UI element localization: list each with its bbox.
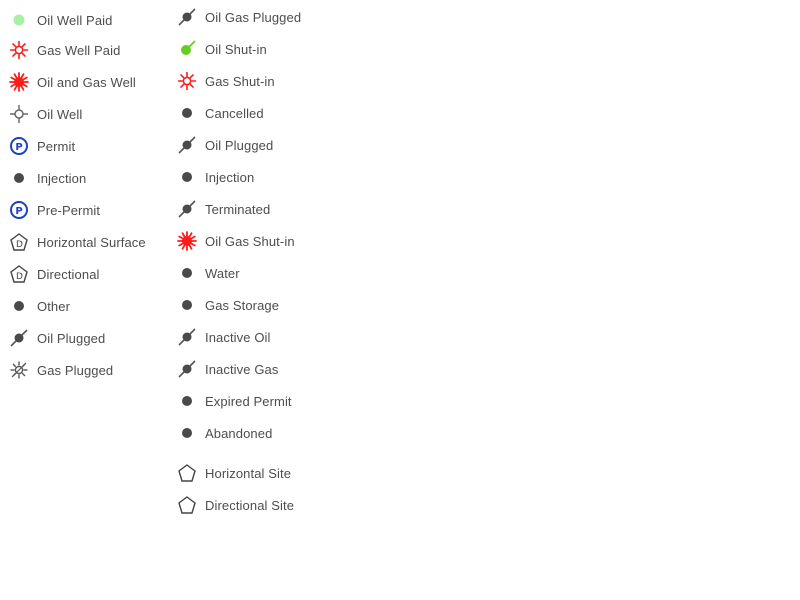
dot-icon bbox=[176, 102, 198, 124]
oil-well-paid-icon bbox=[8, 9, 30, 31]
legend-label: Oil Plugged bbox=[205, 137, 274, 153]
plugged-icon bbox=[176, 134, 198, 156]
legend-label: Oil Well Paid bbox=[37, 12, 113, 28]
pentagon-outline-icon bbox=[176, 462, 198, 484]
svg-text:P: P bbox=[15, 142, 22, 153]
plugged-icon bbox=[176, 358, 198, 380]
oil-and-gas-well-icon bbox=[8, 71, 30, 93]
legend-item: Oil Plugged bbox=[8, 327, 105, 349]
legend-label: Oil and Gas Well bbox=[37, 74, 136, 90]
oil-gas-shut-in-icon bbox=[176, 230, 198, 252]
legend-label: Injection bbox=[205, 169, 255, 185]
dot-icon bbox=[176, 166, 198, 188]
legend-label: Gas Plugged bbox=[37, 362, 114, 378]
svg-text:D: D bbox=[16, 272, 23, 282]
legend-label: Oil Well bbox=[37, 106, 83, 122]
plugged-icon bbox=[176, 198, 198, 220]
legend-item: Expired Permit bbox=[176, 390, 292, 412]
legend-item: Oil Well bbox=[8, 103, 82, 125]
horizontal-surface-icon: D bbox=[8, 231, 30, 253]
legend-item: Oil Well Paid bbox=[8, 9, 112, 31]
oil-well-icon bbox=[8, 103, 30, 125]
legend-item: Directional Site bbox=[176, 494, 294, 516]
legend-item: Injection bbox=[8, 167, 86, 189]
legend-item: Abandoned bbox=[176, 422, 272, 444]
dot-icon bbox=[176, 390, 198, 412]
pre-permit-icon: P bbox=[8, 199, 30, 221]
legend-item: Terminated bbox=[176, 198, 270, 220]
legend-item: Gas Storage bbox=[176, 294, 279, 316]
dot-icon bbox=[8, 167, 30, 189]
legend-item: D Directional bbox=[8, 263, 100, 285]
svg-text:P: P bbox=[15, 206, 22, 217]
legend-label: Gas Well Paid bbox=[37, 42, 121, 58]
legend-item: Oil and Gas Well bbox=[8, 71, 136, 93]
legend-item: Oil Plugged bbox=[176, 134, 273, 156]
legend-label: Horizontal Site bbox=[205, 465, 292, 481]
gas-shut-in-icon bbox=[176, 70, 198, 92]
legend-item: Water bbox=[176, 262, 240, 284]
legend-item: Gas Well Paid bbox=[8, 39, 120, 61]
legend-label: Cancelled bbox=[205, 105, 264, 121]
directional-icon: D bbox=[8, 263, 30, 285]
legend-item: Oil Shut-in bbox=[176, 38, 267, 60]
plugged-icon bbox=[176, 6, 198, 28]
legend-label: Oil Shut-in bbox=[205, 41, 267, 57]
gas-plugged-icon bbox=[8, 359, 30, 381]
legend-label: Gas Shut-in bbox=[205, 73, 275, 89]
legend-item: Other bbox=[8, 295, 70, 317]
legend-label: Inactive Gas bbox=[205, 361, 279, 377]
legend-item: Injection bbox=[176, 166, 254, 188]
dot-icon bbox=[8, 295, 30, 317]
legend-item: Oil Gas Shut-in bbox=[176, 230, 295, 252]
dot-icon bbox=[176, 294, 198, 316]
oil-shut-in-icon bbox=[176, 38, 198, 60]
legend-label: Water bbox=[205, 265, 240, 281]
legend-item: P Pre-Permit bbox=[8, 199, 100, 221]
legend-item: P Permit bbox=[8, 135, 75, 157]
legend-label: Oil Plugged bbox=[37, 330, 106, 346]
legend-label: Terminated bbox=[205, 201, 271, 217]
legend-item: Gas Shut-in bbox=[176, 70, 275, 92]
dot-icon bbox=[176, 262, 198, 284]
legend-label: Directional Site bbox=[205, 497, 295, 513]
svg-text:D: D bbox=[16, 240, 23, 250]
gas-well-paid-icon bbox=[8, 39, 30, 61]
legend-item: Horizontal Site bbox=[176, 462, 291, 484]
legend-label: Pre-Permit bbox=[37, 202, 101, 218]
legend-label: Other bbox=[37, 298, 71, 314]
legend-label: Inactive Oil bbox=[205, 329, 271, 345]
pentagon-outline-icon bbox=[176, 494, 198, 516]
plugged-icon bbox=[176, 326, 198, 348]
legend-label: Oil Gas Shut-in bbox=[205, 233, 295, 249]
legend-label: Horizontal Surface bbox=[37, 234, 146, 250]
plugged-icon bbox=[8, 327, 30, 349]
permit-icon: P bbox=[8, 135, 30, 157]
legend-item: Oil Gas Plugged bbox=[176, 6, 301, 28]
legend-item: Inactive Gas bbox=[176, 358, 278, 380]
legend-item: Gas Plugged bbox=[8, 359, 113, 381]
legend-label: Abandoned bbox=[205, 425, 273, 441]
legend-item: Cancelled bbox=[176, 102, 264, 124]
dot-icon bbox=[176, 422, 198, 444]
legend-label: Oil Gas Plugged bbox=[205, 9, 302, 25]
legend-label: Permit bbox=[37, 138, 76, 154]
legend-item: Inactive Oil bbox=[176, 326, 271, 348]
legend-label: Injection bbox=[37, 170, 87, 186]
legend-label: Directional bbox=[37, 266, 100, 282]
legend-label: Expired Permit bbox=[205, 393, 292, 409]
legend-label: Gas Storage bbox=[205, 297, 280, 313]
legend-item: D Horizontal Surface bbox=[8, 231, 146, 253]
